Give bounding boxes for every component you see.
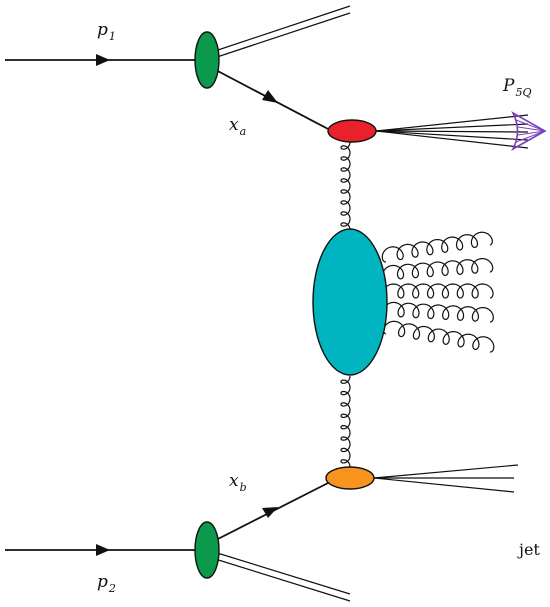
pentaquark-line-5 bbox=[375, 130, 529, 149]
label-xb: xb bbox=[229, 471, 247, 494]
parton-b-arrow bbox=[262, 507, 278, 518]
jet-line-3 bbox=[373, 477, 515, 493]
proton-2-blob bbox=[194, 521, 220, 579]
proton-2-remnant-line-a bbox=[213, 551, 351, 595]
radiated-gluons bbox=[381, 231, 495, 353]
pentaquark-cone-ray-1 bbox=[515, 119, 546, 132]
jet-line-1 bbox=[373, 464, 519, 479]
parton-a-arrow bbox=[262, 90, 278, 103]
pentaquark-line-4 bbox=[375, 130, 529, 141]
gluon-upper bbox=[340, 141, 351, 231]
pentaquark-line-3 bbox=[375, 130, 529, 133]
pentaquark-line-2 bbox=[375, 123, 529, 132]
radiated-gluon-2 bbox=[382, 257, 494, 281]
upper-vertex-blob bbox=[327, 119, 377, 143]
radiated-gluon-4 bbox=[382, 301, 494, 323]
proton-1-remnant-line-a bbox=[211, 5, 351, 53]
pentaquark-cone-ray-2 bbox=[517, 126, 546, 132]
pentaquark-cone-outline bbox=[511, 111, 547, 151]
pentaquark-cone bbox=[511, 111, 547, 151]
pentaquark-line-1 bbox=[375, 114, 529, 132]
label-xa: xa bbox=[229, 115, 246, 138]
incoming-proton-2-arrow bbox=[96, 544, 110, 556]
proton-1-blob bbox=[194, 31, 220, 89]
pentaquark-cone-ray-4 bbox=[515, 130, 546, 143]
central-interaction-blob bbox=[312, 228, 388, 376]
pentaquark-cone-ray-3 bbox=[517, 130, 546, 136]
lower-vertex-blob bbox=[325, 466, 375, 490]
label-p2: p2 bbox=[97, 572, 116, 595]
radiated-gluon-5 bbox=[383, 320, 495, 353]
label-p1: p1 bbox=[97, 20, 116, 43]
proton-1-remnant-line-b bbox=[213, 12, 351, 59]
radiated-gluon-1 bbox=[381, 231, 493, 263]
label-jet: jet bbox=[517, 540, 540, 559]
proton-2-remnant-line-b bbox=[211, 557, 351, 602]
label-pentaquark: P5Q bbox=[502, 76, 531, 99]
incoming-proton-1-arrow bbox=[96, 54, 110, 66]
gluon-lower bbox=[340, 375, 351, 468]
radiated-gluon-3 bbox=[382, 283, 494, 299]
